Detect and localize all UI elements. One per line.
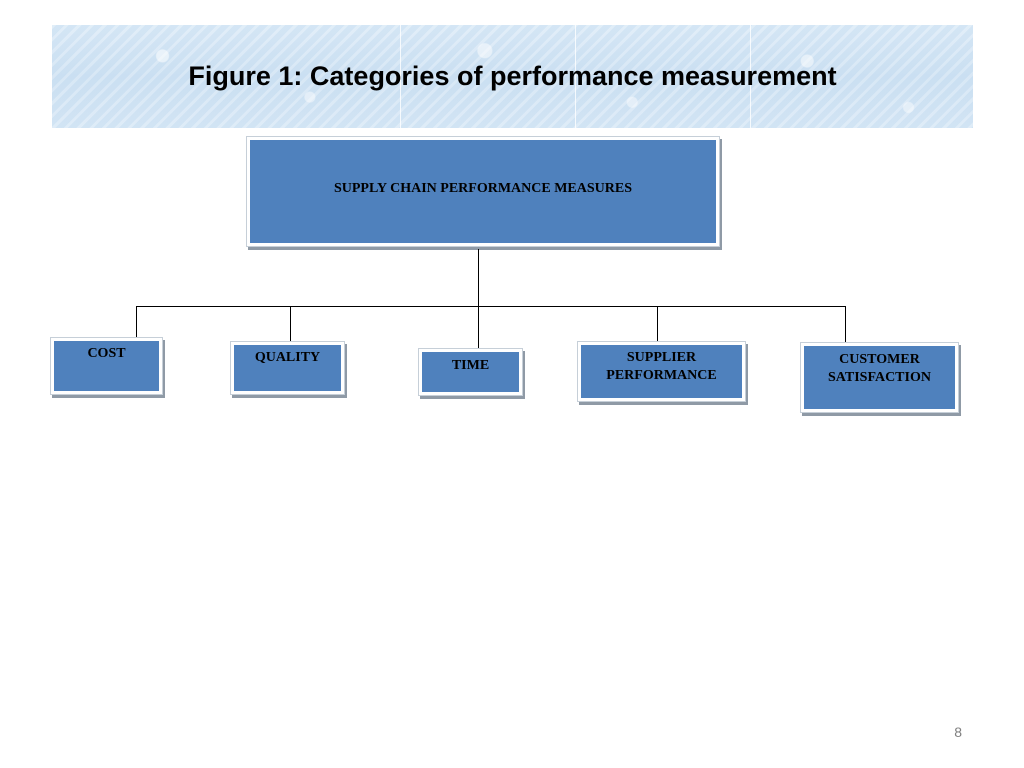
cost-connector [136,306,137,338]
customer-satisfaction-label-line2: SATISFACTION [828,370,931,385]
banner-seam [575,25,576,128]
cost-label: COST [87,346,126,361]
root-node-label: SUPPLY CHAIN PERFORMANCE MEASURES [333,181,633,196]
banner-seam [750,25,751,128]
supplier-performance-label-line1: SUPPLIER [626,350,697,365]
time-label: TIME [451,358,490,373]
quality-label: QUALITY [254,350,321,365]
customer-satisfaction-label-line1: CUSTOMER [839,352,920,367]
time-node: TIME [419,349,522,395]
title-banner: Figure 1: Categories of performance meas… [52,25,973,128]
quality-node: QUALITY [231,342,344,394]
time-connector [478,306,479,348]
supplier-performance-node: SUPPLIER PERFORMANCE [578,342,745,401]
slide-title: Figure 1: Categories of performance meas… [188,61,837,91]
supplier-connector [657,306,658,342]
quality-connector [290,306,291,341]
banner-seam [400,25,401,128]
horizontal-connector [136,306,845,307]
cost-node: COST [51,338,162,394]
root-connector [478,249,479,307]
root-node: SUPPLY CHAIN PERFORMANCE MEASURES [247,137,719,246]
supplier-performance-label-line2: PERFORMANCE [606,368,717,383]
customer-satisfaction-node: CUSTOMER SATISFACTION [801,343,958,412]
customer-connector [845,306,846,343]
page-number: 8 [954,724,962,740]
